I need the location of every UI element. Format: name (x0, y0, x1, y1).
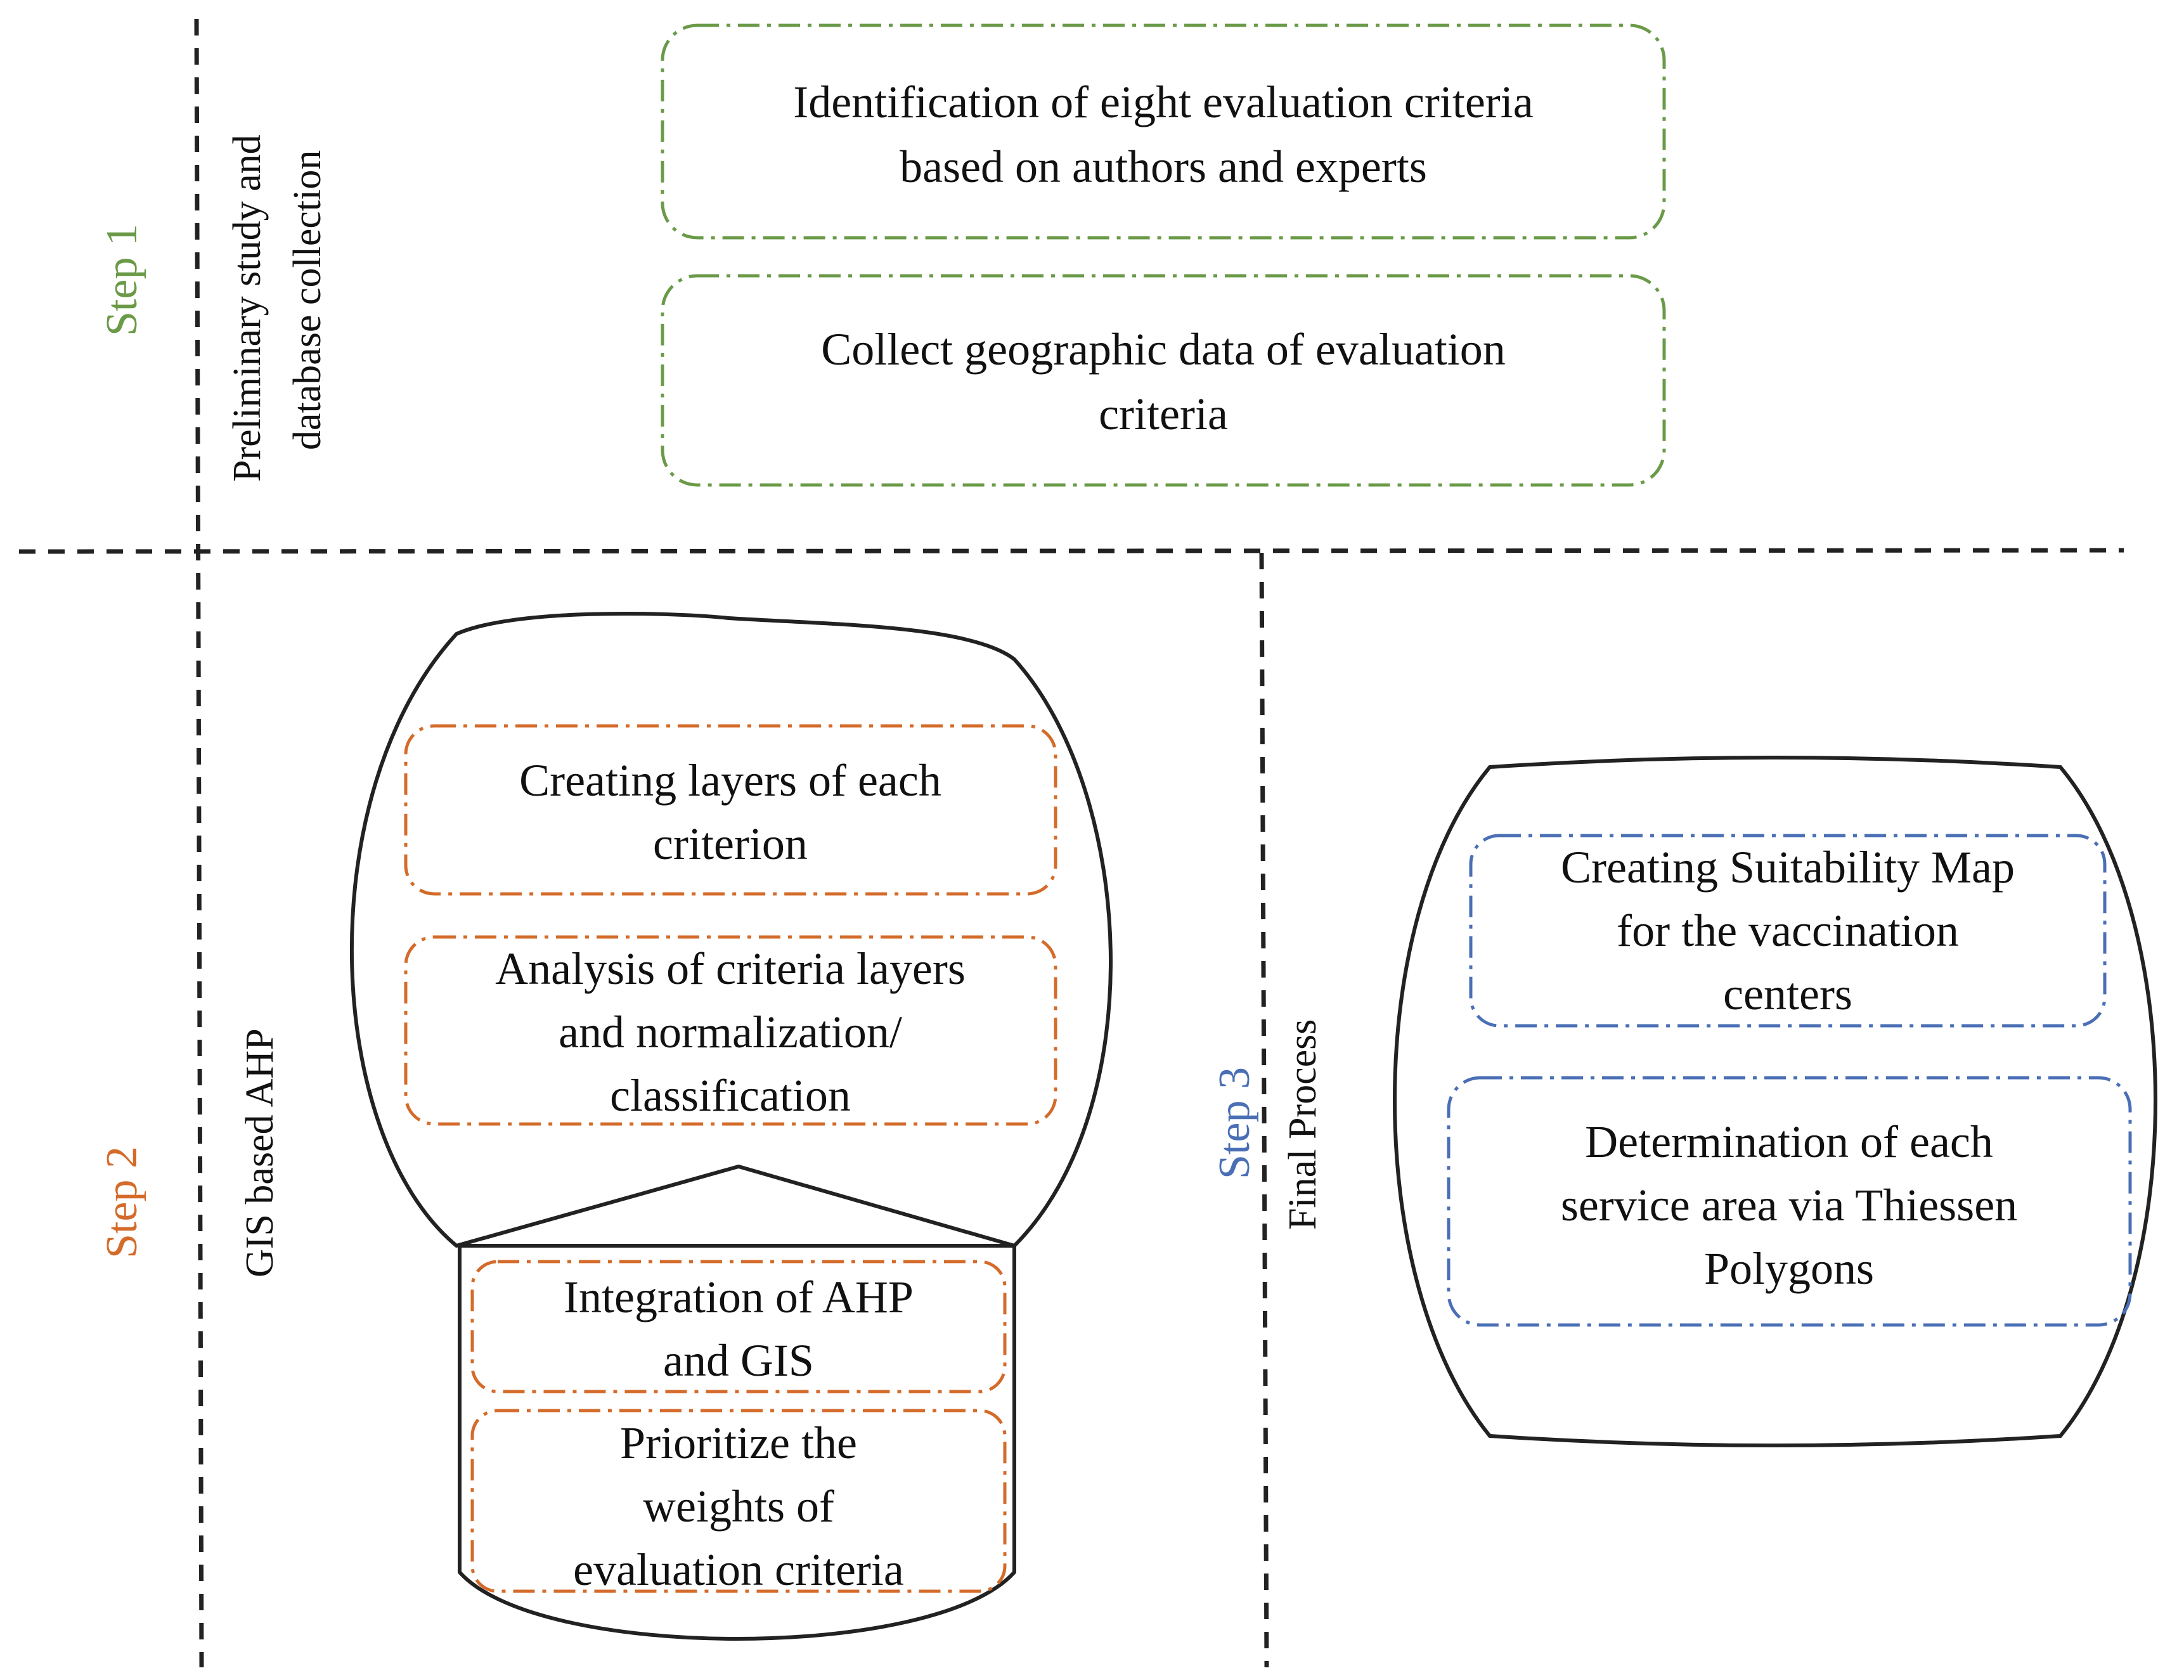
step3-box-2-line-1: Determination of each (1585, 1116, 1993, 1167)
step3-label: Step 3 (1210, 1067, 1259, 1179)
step2-box-creating-layers: Creating layers of each criterion (404, 724, 1057, 896)
step2-box-4-line-2: weights of (643, 1481, 834, 1532)
step2-box-2-line-3: classification (610, 1070, 851, 1121)
step3-box-2-line-3: Polygons (1704, 1243, 1874, 1294)
step1-box-2-frame (661, 274, 1666, 487)
step3-box-service-area: Determination of each service area via T… (1447, 1076, 2132, 1327)
divider-vertical-middle (1259, 552, 1269, 1668)
step2-box-3-frame (470, 1260, 1007, 1393)
step2-box-1-line-2: criterion (653, 818, 808, 869)
divider-horizontal (18, 548, 2124, 554)
step1-phase-line-2: database collection (286, 150, 329, 450)
step2-box-2-line-1: Analysis of criteria layers (495, 943, 966, 994)
step2-box-4-frame (470, 1409, 1007, 1593)
divider-vertical-left (194, 18, 204, 1668)
step3-box-suitability-map: Creating Suitability Map for the vaccina… (1469, 834, 2107, 1028)
step1-box-collect-data: Collect geographic data of evaluation cr… (661, 274, 1666, 487)
step3-box-1-line-1: Creating Suitability Map (1561, 842, 2015, 893)
step3-box-2-line-2: service area via Thiessen (1561, 1180, 2017, 1231)
step1-label: Step 1 (98, 224, 146, 336)
step1-box-1-frame (661, 23, 1666, 240)
step2-box-4-line-1: Prioritize the (620, 1418, 857, 1468)
step1-box-2-line-2: criteria (1099, 389, 1228, 439)
step2-box-prioritize: Prioritize the weights of evaluation cri… (470, 1409, 1007, 1595)
step2-label: Step 2 (98, 1146, 146, 1258)
step2-box-2-frame (404, 935, 1057, 1126)
step1-box-1-line-2: based on authors and experts (900, 141, 1427, 192)
step2-box-analysis: Analysis of criteria layers and normaliz… (404, 935, 1057, 1126)
step1-phase-line-1: Preliminary study and (226, 134, 269, 482)
step2-box-integration: Integration of AHP and GIS (470, 1260, 1007, 1393)
step3-box-1-frame (1469, 834, 2107, 1028)
step3-box-2-frame (1447, 1076, 2132, 1327)
step2-box-3-line-2: and GIS (663, 1335, 814, 1386)
step2-box-2-line-2: and normalization/ (559, 1007, 902, 1057)
section-dividers (18, 18, 2124, 1668)
step1-box-identification: Identification of eight evaluation crite… (661, 23, 1666, 240)
step1-box-1-line-1: Identification of eight evaluation crite… (793, 77, 1534, 127)
step2-phase: GIS based AHP (238, 1028, 281, 1277)
step3-container-shape (1393, 756, 2157, 1447)
step2-box-1-line-1: Creating layers of each (519, 755, 941, 806)
step3-box-1-line-3: centers (1723, 969, 1852, 1019)
step1-box-2-line-1: Collect geographic data of evaluation (821, 324, 1506, 375)
step3-box-1-line-2: for the vaccination (1617, 905, 1959, 956)
step3-phase: Final Process (1281, 1019, 1324, 1230)
step2-box-1-frame (404, 724, 1057, 896)
step2-box-3-line-1: Integration of AHP (564, 1272, 914, 1322)
step2-container-shape (350, 611, 1113, 1641)
step2-box-4-line-3: evaluation criteria (573, 1544, 904, 1595)
